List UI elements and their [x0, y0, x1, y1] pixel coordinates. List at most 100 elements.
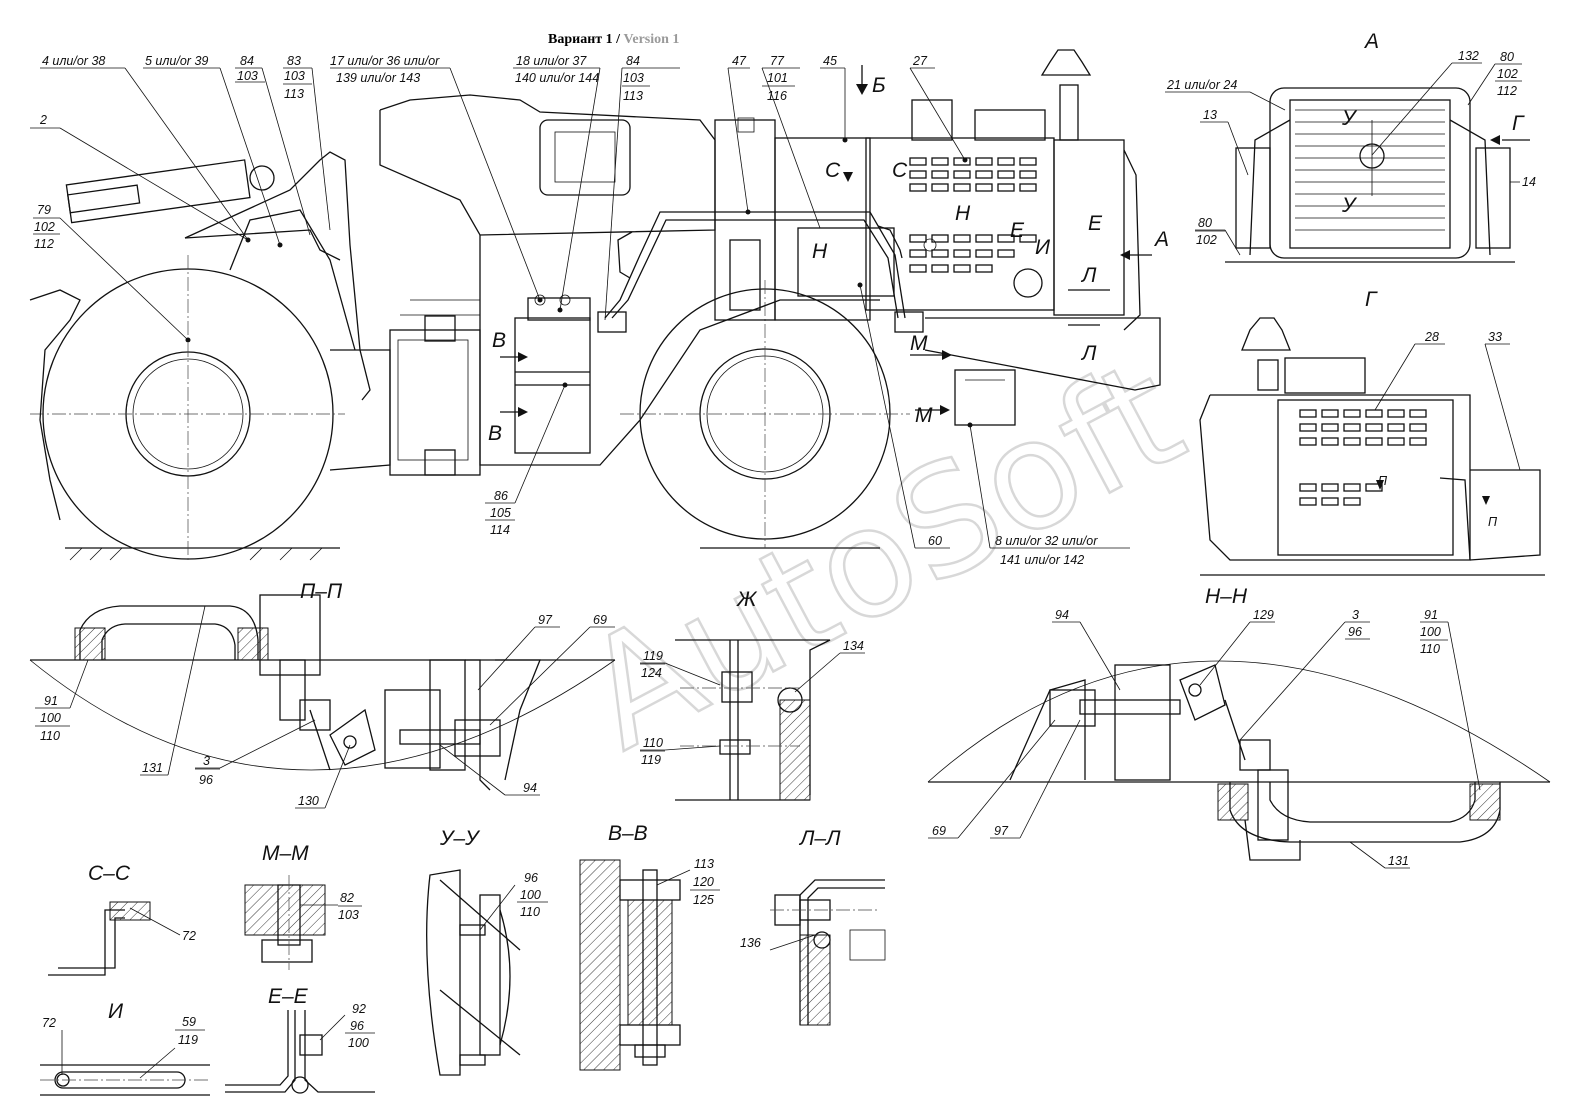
callout-8-32: 8 или/or 32 или/or: [995, 534, 1098, 548]
callout-83: 83: [287, 54, 301, 68]
callout-80: 80: [1500, 50, 1514, 64]
callout-105: 105: [490, 506, 511, 520]
callout-100: 100: [40, 711, 61, 725]
callout-103c: 103: [623, 71, 644, 85]
callout-113: 113: [284, 87, 304, 101]
section-VV: [579, 859, 691, 1071]
marker-N1: Н: [955, 202, 971, 225]
callout-100e: 100: [348, 1036, 369, 1050]
callout-110u: 110: [520, 905, 540, 919]
callout-84b: 84: [626, 54, 640, 68]
marker-B: Б: [872, 74, 886, 97]
callout-100u: 100: [520, 888, 541, 902]
callout-140-144: 140 или/or 144: [515, 71, 599, 85]
callout-69: 69: [593, 613, 607, 627]
callout-4-38: 4 или/or 38: [42, 54, 105, 68]
callout-80b: 80: [1198, 216, 1212, 230]
callout-18-37: 18 или/or 37: [516, 54, 587, 68]
view-label-CC: С–С: [88, 862, 131, 885]
callout-120: 120: [693, 875, 714, 889]
grille-slots: [909, 157, 1037, 273]
callout-110z: 110: [643, 736, 663, 750]
callout-97: 97: [538, 613, 553, 627]
callout-141-142: 141 или/or 142: [1000, 553, 1084, 567]
callout-129: 129: [1253, 608, 1274, 622]
marker-M1: М: [910, 332, 928, 355]
callout-114: 114: [490, 523, 510, 537]
callout-96: 96: [199, 773, 213, 787]
leader-lines: [30, 67, 1130, 549]
marker-P2: П: [1488, 515, 1498, 529]
view-label-UU: У–У: [439, 827, 481, 850]
callout-113v: 113: [694, 857, 714, 871]
callout-119z: 119: [641, 753, 661, 767]
callout-13: 13: [1203, 108, 1217, 122]
callout-102a: 102: [1497, 67, 1518, 81]
callout-113b: 113: [623, 89, 643, 103]
callout-112a: 112: [1497, 84, 1517, 98]
section-NN: [927, 660, 1551, 861]
marker-V2: В: [488, 422, 502, 445]
marker-U2: У: [1341, 194, 1358, 217]
callout-131: 131: [142, 761, 163, 775]
callout-92: 92: [352, 1002, 366, 1016]
marker-P1: П: [1378, 474, 1388, 488]
marker-C2: С: [892, 159, 908, 182]
callout-28: 28: [1424, 330, 1439, 344]
callout-45: 45: [823, 54, 837, 68]
callout-100n: 100: [1420, 625, 1441, 639]
callout-110: 110: [40, 729, 60, 743]
callout-134: 134: [843, 639, 864, 653]
callout-124: 124: [641, 666, 662, 680]
callout-59: 59: [182, 1015, 196, 1029]
callout-136: 136: [740, 936, 761, 950]
marker-E1: Е: [1010, 219, 1025, 242]
callout-110n: 110: [1420, 642, 1440, 656]
section-LL: [769, 879, 886, 1026]
callout-96n: 96: [1348, 625, 1362, 639]
callout-84: 84: [240, 54, 254, 68]
marker-G: Г: [1512, 112, 1525, 135]
callout-14: 14: [1522, 175, 1536, 189]
callout-86: 86: [494, 489, 508, 503]
marker-L1: Л: [1080, 264, 1097, 287]
marker-L2: Л: [1080, 342, 1097, 365]
callout-60: 60: [928, 534, 942, 548]
callout-33: 33: [1488, 330, 1502, 344]
main-side-view: [29, 49, 1530, 561]
section-PP: [29, 594, 616, 791]
marker-N2: Н: [812, 240, 828, 263]
marker-V1: В: [492, 329, 506, 352]
view-label-MM: М–М: [262, 842, 309, 865]
view-label-A: А: [1363, 30, 1379, 53]
callout-102b: 102: [1196, 233, 1217, 247]
view-label-G: Г: [1365, 288, 1378, 311]
view-label-PP: П–П: [300, 580, 343, 603]
drawing-title: Вариант 1 / Version 1: [548, 32, 679, 47]
callout-112: 112: [34, 237, 54, 251]
callout-103: 103: [237, 69, 258, 83]
callout-82: 82: [340, 891, 354, 905]
view-label-I: И: [108, 1000, 124, 1023]
callout-72: 72: [182, 929, 196, 943]
marker-E2: Е: [1088, 212, 1103, 235]
callout-2: 2: [39, 113, 47, 127]
callout-77: 77: [770, 54, 785, 68]
marker-C1: С: [825, 159, 841, 182]
callout-130: 130: [298, 794, 319, 808]
callout-17-36: 17 или/or 36 или/or: [330, 54, 440, 68]
callout-125: 125: [693, 893, 714, 907]
callout-94: 94: [523, 781, 537, 795]
callout-5-39: 5 или/or 39: [145, 54, 208, 68]
callout-72i: 72: [42, 1016, 56, 1030]
marker-A: А: [1153, 228, 1169, 251]
view-label-VV: В–В: [608, 822, 648, 845]
callout-3: 3: [203, 754, 210, 768]
view-label-LL: Л–Л: [798, 827, 841, 850]
callout-97n: 97: [994, 824, 1009, 838]
marker-U1: У: [1341, 107, 1358, 130]
section-CC: [48, 901, 181, 976]
view-label-ZH: Ж: [736, 588, 758, 611]
marker-M2: М: [915, 404, 933, 427]
